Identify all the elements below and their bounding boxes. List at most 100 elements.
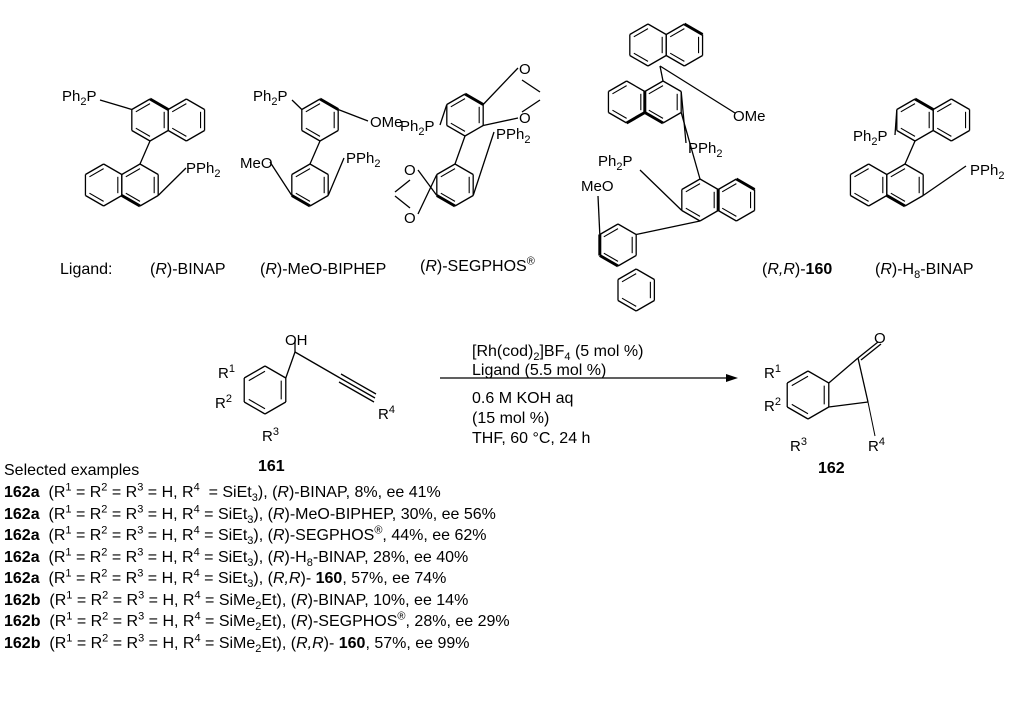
bond bbox=[454, 194, 474, 207]
text-segment: 3 bbox=[247, 578, 254, 591]
text-segment: 2 bbox=[255, 599, 262, 612]
text-segment: 2 bbox=[101, 524, 108, 537]
condition-below-3: THF, 60 °C, 24 h bbox=[472, 430, 590, 448]
ligand-segphos-label: (R)-SEGPHOS® bbox=[420, 256, 535, 276]
bond bbox=[521, 79, 541, 93]
text-segment: Et), ( bbox=[261, 613, 297, 630]
bond bbox=[309, 140, 321, 165]
text-segment: 162b bbox=[4, 613, 41, 630]
bond bbox=[135, 127, 151, 137]
atom-pph2: PPh2 bbox=[688, 140, 723, 160]
bond bbox=[951, 98, 970, 111]
example-row: 162b (R1 = R2 = R3 = H, R4 = SiMe2Et), (… bbox=[4, 632, 470, 655]
bond bbox=[662, 111, 682, 124]
text-segment: (R bbox=[39, 527, 66, 544]
arrow-head bbox=[726, 374, 738, 382]
bond bbox=[309, 163, 329, 176]
text-segment: 160 bbox=[338, 634, 366, 652]
text-segment: )-SEGPHOS bbox=[307, 613, 398, 630]
bond bbox=[446, 124, 466, 137]
bond bbox=[850, 163, 869, 176]
atom-ome: OMe bbox=[370, 114, 403, 132]
bond bbox=[665, 23, 685, 36]
text-segment: R bbox=[425, 258, 437, 275]
text-segment: = R bbox=[71, 527, 102, 544]
text-segment: OMe bbox=[370, 114, 403, 131]
atom-r3: R3 bbox=[262, 427, 279, 446]
bond bbox=[269, 161, 293, 196]
bond bbox=[854, 168, 869, 178]
text-segment: = R bbox=[72, 591, 103, 609]
bond bbox=[338, 381, 375, 403]
text-segment: 162a bbox=[4, 527, 40, 544]
bond bbox=[617, 268, 637, 281]
bond bbox=[125, 168, 141, 178]
bond bbox=[868, 194, 888, 207]
bond bbox=[662, 80, 682, 93]
atom-r1: R1 bbox=[764, 364, 781, 383]
text-segment: R,R bbox=[767, 261, 795, 278]
text-segment: 3 bbox=[251, 492, 258, 505]
bond bbox=[648, 85, 664, 95]
bond bbox=[167, 129, 187, 142]
atom-o: O bbox=[874, 330, 886, 348]
text-segment: P bbox=[86, 88, 97, 105]
atom-pph2: PPh2 bbox=[970, 162, 1004, 182]
condition-below-2: (15 mol %) bbox=[472, 410, 549, 428]
text-segment: = R bbox=[72, 634, 103, 652]
bond bbox=[659, 65, 736, 114]
bond bbox=[635, 299, 655, 312]
text-segment: 162a bbox=[4, 570, 40, 587]
text-segment: 2 bbox=[716, 148, 723, 160]
text-segment: [Rh(cod) bbox=[472, 343, 534, 360]
atom-pph2: PPh2 bbox=[346, 150, 380, 170]
bond bbox=[131, 129, 151, 142]
example-row: 162b (R1 = R2 = R3 = H, R4 = SiMe2Et), (… bbox=[4, 589, 468, 612]
text-segment: )-BINAP bbox=[166, 261, 226, 278]
bond bbox=[717, 209, 737, 222]
bond bbox=[735, 177, 756, 191]
bond bbox=[669, 28, 685, 38]
text-segment: 2 bbox=[214, 168, 221, 180]
text-segment: )- bbox=[323, 634, 339, 652]
bond bbox=[717, 178, 737, 191]
text-segment: 162a bbox=[4, 484, 40, 501]
ligand-binap-label: (R)-BINAP bbox=[150, 261, 226, 279]
bond bbox=[914, 129, 934, 142]
bond bbox=[669, 52, 685, 62]
text-segment: = SiEt bbox=[199, 570, 248, 587]
bond bbox=[301, 129, 321, 142]
text-segment: = SiMe bbox=[200, 591, 256, 609]
text-segment: = H, R bbox=[144, 591, 195, 609]
text-segment: 4 bbox=[194, 632, 201, 645]
text-segment: 3 bbox=[138, 589, 145, 602]
bond bbox=[483, 117, 519, 127]
bond bbox=[721, 183, 737, 193]
text-segment: 4 bbox=[194, 589, 201, 602]
bond bbox=[264, 365, 287, 379]
bond bbox=[285, 351, 296, 379]
bond bbox=[295, 192, 311, 202]
bond bbox=[139, 194, 159, 207]
bond bbox=[599, 254, 619, 268]
text-segment: 162a bbox=[4, 505, 40, 523]
bond bbox=[721, 207, 737, 217]
bond bbox=[850, 194, 869, 207]
bond bbox=[291, 99, 303, 110]
text-segment: 3 bbox=[137, 481, 144, 494]
bond bbox=[828, 357, 859, 384]
bond bbox=[857, 357, 869, 403]
bond bbox=[171, 127, 187, 137]
bond bbox=[450, 98, 466, 108]
bond bbox=[394, 179, 411, 193]
bond bbox=[626, 80, 646, 93]
atom-ph2p: Ph2P bbox=[62, 88, 97, 108]
bond bbox=[807, 406, 830, 420]
text-segment: 3 bbox=[137, 567, 144, 580]
text-segment: ), ( bbox=[253, 527, 273, 544]
text-segment: 2 bbox=[524, 134, 531, 146]
ligand-prefix: Ligand: bbox=[60, 261, 113, 279]
text-segment: )- bbox=[300, 570, 316, 587]
bond bbox=[904, 140, 916, 165]
bond bbox=[131, 98, 151, 111]
